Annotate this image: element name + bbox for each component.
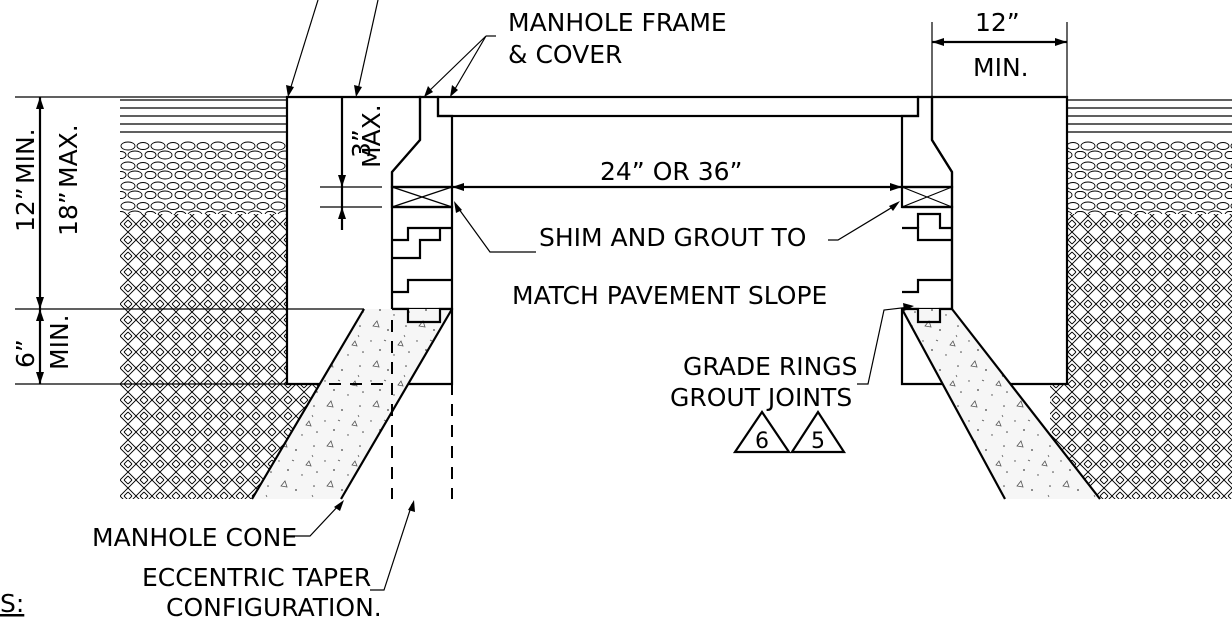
dimension-12-min-top [931,22,1068,97]
dim-3-text-group: MAX. [357,104,386,168]
manhole-cone-right [901,308,1101,500]
dim-12-text: MIN. [11,128,40,184]
grade-rings-left [392,205,454,324]
manhole-frame-left [390,95,454,189]
dim-6-value: 6” [11,339,40,368]
subgrade-soil [120,214,1232,499]
eccentric-taper-label-line2: CONFIGURATION. [166,593,382,621]
leader-lines [286,0,914,591]
dim-6-text: MIN. [45,314,74,370]
dim-18-text: MAX. [54,124,83,188]
dim-12-value: 12” [11,187,40,232]
manhole-cone-left [251,308,453,500]
pavement-surface-lines [120,99,1232,133]
dim-12-group: 12” MIN. [11,128,40,232]
dim-3-group: 3” [347,129,376,158]
manhole-cover [436,95,920,118]
manhole-cone-label: MANHOLE CONE [92,523,297,552]
dim-18-value: 18” [54,191,83,236]
dim-18-group: 18” MAX. [54,124,83,236]
notes-heading-fragment: S: [0,589,24,618]
shim-label-line2: MATCH PAVEMENT SLOPE [512,281,827,310]
clear-min-value: 12” [975,8,1020,37]
opening-dimension-label: 24” OR 36” [600,157,742,186]
note-triangle-6: 6 [732,410,792,454]
clear-min-text: MIN. [973,53,1029,82]
manhole-frame-right [900,95,954,189]
dim-6-group: 6” [11,339,40,368]
dim-3-text: MAX. [357,104,386,168]
aggregate-base-layer [120,140,1232,214]
eccentric-taper-dashed [287,320,453,499]
note-triangle-6-number: 6 [755,429,769,454]
shim-left [390,185,454,209]
frame-cover-label-line1: MANHOLE FRAME [508,8,727,37]
shim-right [900,185,954,209]
grade-rings-label: GRADE RINGS [683,352,858,381]
shim-label-line1: SHIM AND GROUT TO [539,223,806,252]
grade-rings-right [902,205,954,324]
note-triangle-5: 5 [789,409,847,454]
note-triangle-5-number: 5 [811,429,825,454]
dim-6-text-group: MIN. [45,314,74,370]
grout-joints-label: GROUT JOINTS [670,383,852,412]
dimension-lines-left [15,96,382,385]
frame-cover-label-line2: & COVER [508,40,622,69]
eccentric-taper-label-line1: ECCENTRIC TAPER [142,563,371,592]
dim-3-value: 3” [347,129,376,158]
dimension-opening [452,183,902,191]
